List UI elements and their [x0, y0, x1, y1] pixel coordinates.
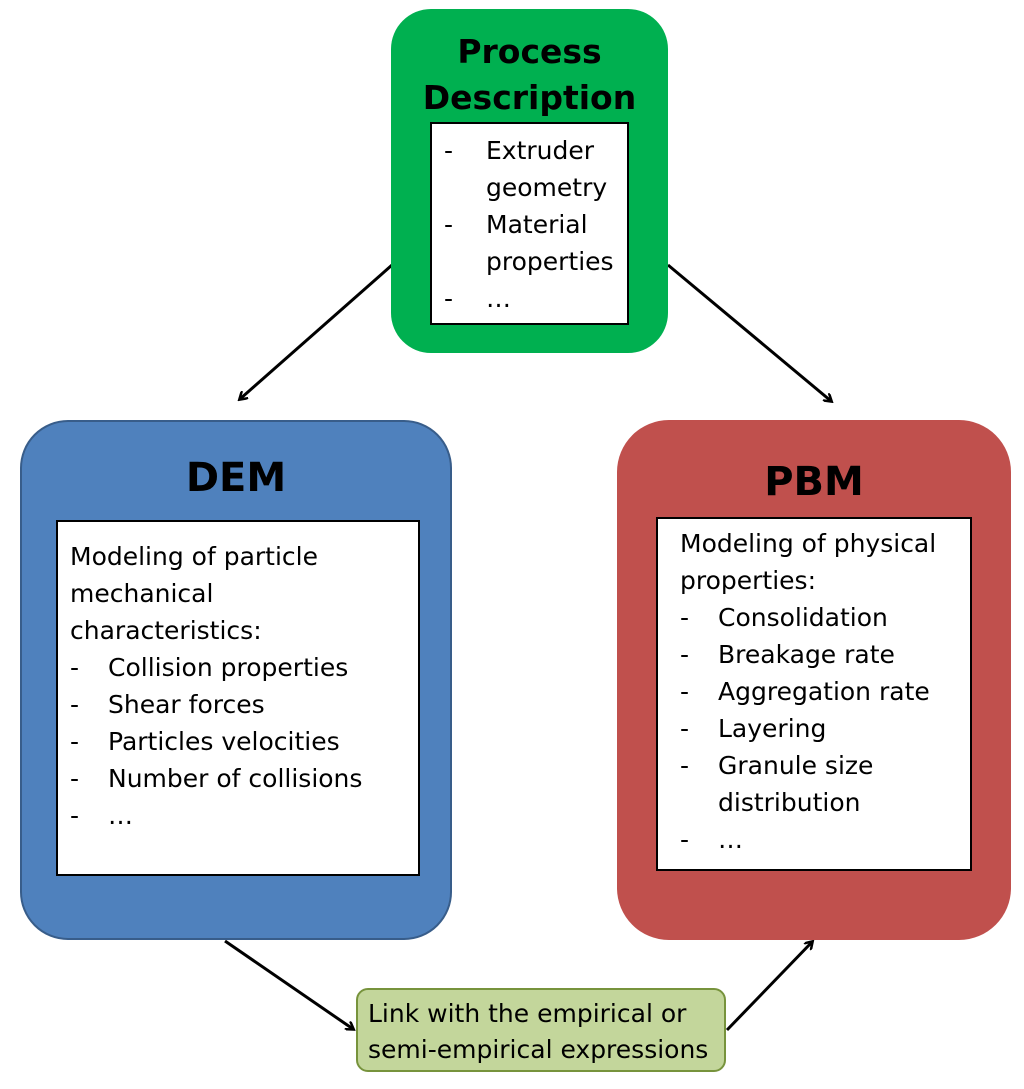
- list-item: Breakage rate: [680, 636, 964, 673]
- list-item: Extruder geometry: [444, 132, 621, 206]
- dem-intro: Modeling of particle mechanical characte…: [70, 542, 318, 645]
- list-item: Collision properties: [70, 649, 412, 686]
- process-description-title: Process Description: [391, 29, 668, 121]
- list-item: Particles velocities: [70, 723, 412, 760]
- process-description-panel: Extruder geometry Material properties …: [430, 122, 629, 325]
- list-item: …: [444, 280, 621, 317]
- process-title-line-2: Description: [422, 78, 637, 117]
- list-item: Material properties: [444, 206, 621, 280]
- list-item: Number of collisions: [70, 760, 412, 797]
- process-description-node: Process Description Extruder geometry Ma…: [391, 9, 668, 353]
- list-item: Consolidation: [680, 599, 964, 636]
- arrow-process-to-pbm: [667, 263, 831, 401]
- list-item: Layering: [680, 710, 964, 747]
- link-expressions-text: Link with the empirical or semi-empirica…: [368, 999, 709, 1064]
- list-item: Shear forces: [70, 686, 412, 723]
- pbm-panel: Modeling of physical properties: Consoli…: [656, 517, 972, 871]
- arrow-dem-to-link: [224, 939, 353, 1029]
- list-item: …: [70, 797, 412, 834]
- list-item: …: [680, 821, 964, 858]
- pbm-items-list: Consolidation Breakage rate Aggregation …: [680, 599, 964, 858]
- link-expressions-node: Link with the empirical or semi-empirica…: [356, 988, 726, 1072]
- pbm-title: PBM: [764, 459, 864, 505]
- process-title-line-1: Process: [457, 32, 602, 71]
- dem-node: DEM Modeling of particle mechanical char…: [20, 420, 452, 940]
- dem-panel: Modeling of particle mechanical characte…: [56, 520, 420, 876]
- pbm-intro: Modeling of physical properties:: [680, 529, 937, 595]
- pbm-node: PBM Modeling of physical properties: Con…: [617, 420, 1011, 940]
- list-item: Aggregation rate: [680, 673, 964, 710]
- arrow-link-to-pbm: [725, 942, 812, 1032]
- list-item: Granule size distribution: [680, 747, 964, 821]
- arrow-process-to-dem: [240, 263, 393, 399]
- dem-items-list: Collision properties Shear forces Partic…: [70, 649, 412, 834]
- dem-title: DEM: [185, 455, 287, 501]
- process-items-list: Extruder geometry Material properties …: [444, 132, 621, 317]
